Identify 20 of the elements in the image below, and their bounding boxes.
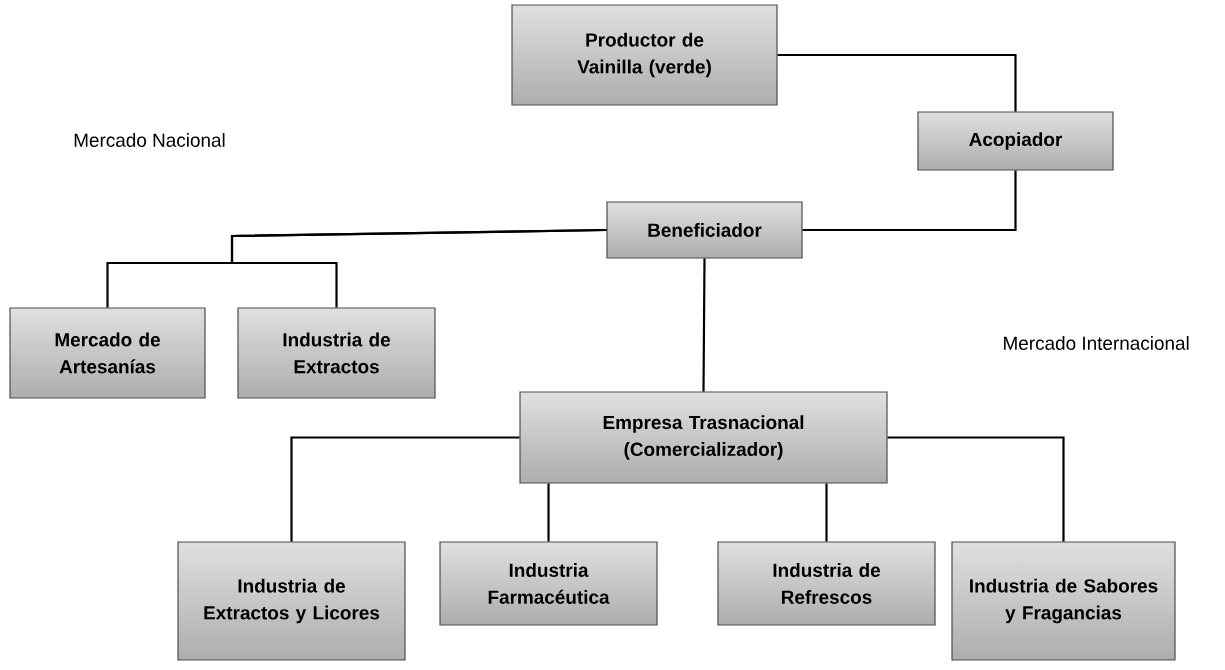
- connector-line: [230, 228, 607, 308]
- process-box: Industria Farmacéutica: [439, 541, 658, 626]
- process-box: Beneficiador: [606, 201, 803, 259]
- connector-line: [887, 436, 1065, 542]
- connector-line: [825, 483, 828, 542]
- connector-line: [547, 483, 550, 542]
- connector-line: [777, 53, 1017, 112]
- region-label: Mercado Internacional: [1004, 336, 1189, 350]
- process-box: Productor de Vainilla (verde): [511, 4, 778, 106]
- process-box: Empresa Trasnacional (Comercializador): [519, 391, 888, 484]
- process-box: Industria de Sabores y Fragancias: [951, 541, 1176, 661]
- connector-line: [802, 170, 1017, 232]
- process-box: Industria de Extractos: [237, 307, 436, 399]
- connector-line: [702, 258, 706, 392]
- process-box: Industria de Refrescos: [717, 541, 936, 626]
- connector-line: [290, 436, 520, 542]
- process-box: Mercado de Artesanías: [9, 307, 206, 399]
- process-box: Acopiador: [917, 111, 1114, 171]
- process-box: Industria de Extractos y Licores: [177, 541, 406, 661]
- region-label: Mercado Nacional: [74, 133, 225, 147]
